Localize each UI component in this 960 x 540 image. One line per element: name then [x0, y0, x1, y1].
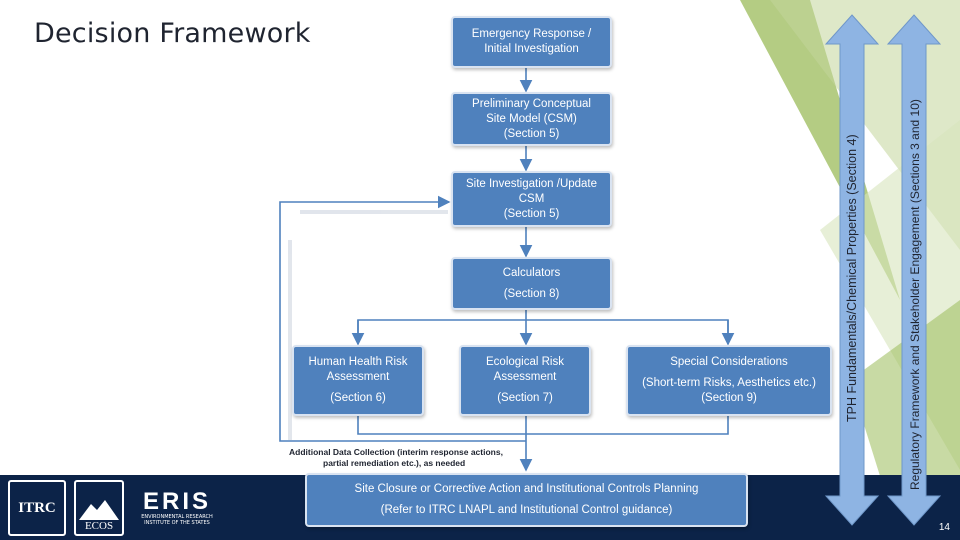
box-preliminary-csm: Preliminary Conceptual Site Model (CSM) …: [451, 92, 612, 146]
box-emergency-response: Emergency Response / Initial Investigati…: [451, 16, 612, 68]
box-site-investigation: Site Investigation /Update CSM (Section …: [451, 171, 612, 227]
footer-logos: ITRC ECOS ERIS ENVIRONMENTAL RESEARCH IN…: [8, 480, 222, 536]
slide-title: Decision Framework: [34, 18, 311, 49]
page-number: 14: [938, 522, 950, 533]
box-special-considerations: Special Considerations (Short-term Risks…: [626, 345, 832, 416]
regulatory-framework-label: Regulatory Framework and Stakeholder Eng…: [908, 99, 922, 490]
eris-logo: ERIS ENVIRONMENTAL RESEARCH INSTITUTE OF…: [141, 488, 213, 527]
note-additional-data-collection: Additional Data Collection (interim resp…: [289, 447, 503, 468]
ecos-logo: ECOS: [74, 480, 124, 536]
mountain-icon: [79, 500, 119, 520]
itrc-logo: ITRC: [8, 480, 66, 536]
tph-fundamentals-label: TPH Fundamentals/Chemical Properties (Se…: [845, 134, 859, 422]
box-ecological-risk: Ecological Risk Assessment (Section 7): [459, 345, 591, 416]
box-site-closure: Site Closure or Corrective Action and In…: [305, 473, 748, 527]
box-calculators: Calculators (Section 8): [451, 257, 612, 310]
box-human-health-risk: Human Health Risk Assessment (Section 6): [292, 345, 424, 416]
